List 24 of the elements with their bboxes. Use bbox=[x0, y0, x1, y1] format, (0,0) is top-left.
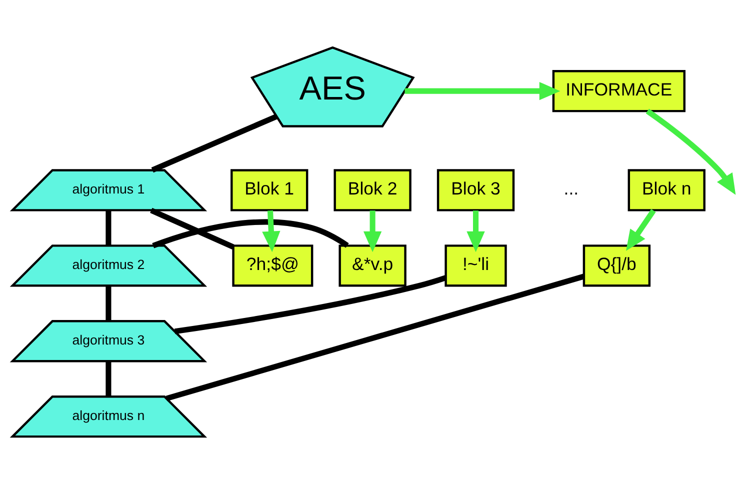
node-box: Blok 1 bbox=[230, 168, 308, 211]
arrow bbox=[404, 81, 560, 100]
node-box: Blok 3 bbox=[436, 168, 515, 211]
node-box: Blok 2 bbox=[334, 168, 412, 211]
arrow bbox=[363, 210, 382, 252]
connector bbox=[106, 286, 112, 320]
node-box: Blok n bbox=[628, 168, 706, 211]
node-box: &*v.p bbox=[338, 244, 406, 286]
arrow bbox=[466, 210, 485, 252]
connector bbox=[106, 210, 112, 245]
connector bbox=[174, 274, 447, 334]
node-box: ?h;$@ bbox=[232, 244, 314, 286]
connector bbox=[106, 360, 112, 396]
arrow bbox=[262, 210, 280, 252]
connector bbox=[150, 207, 234, 250]
node-box: !~'li bbox=[444, 244, 507, 286]
connector bbox=[166, 273, 585, 401]
node-box: INFORMACE bbox=[552, 70, 686, 112]
node-box: Q{]/b bbox=[582, 244, 651, 286]
connector bbox=[151, 113, 278, 172]
connector bbox=[152, 218, 349, 248]
arrow bbox=[646, 108, 736, 194]
label: ... bbox=[564, 178, 579, 198]
arrow bbox=[626, 208, 656, 250]
